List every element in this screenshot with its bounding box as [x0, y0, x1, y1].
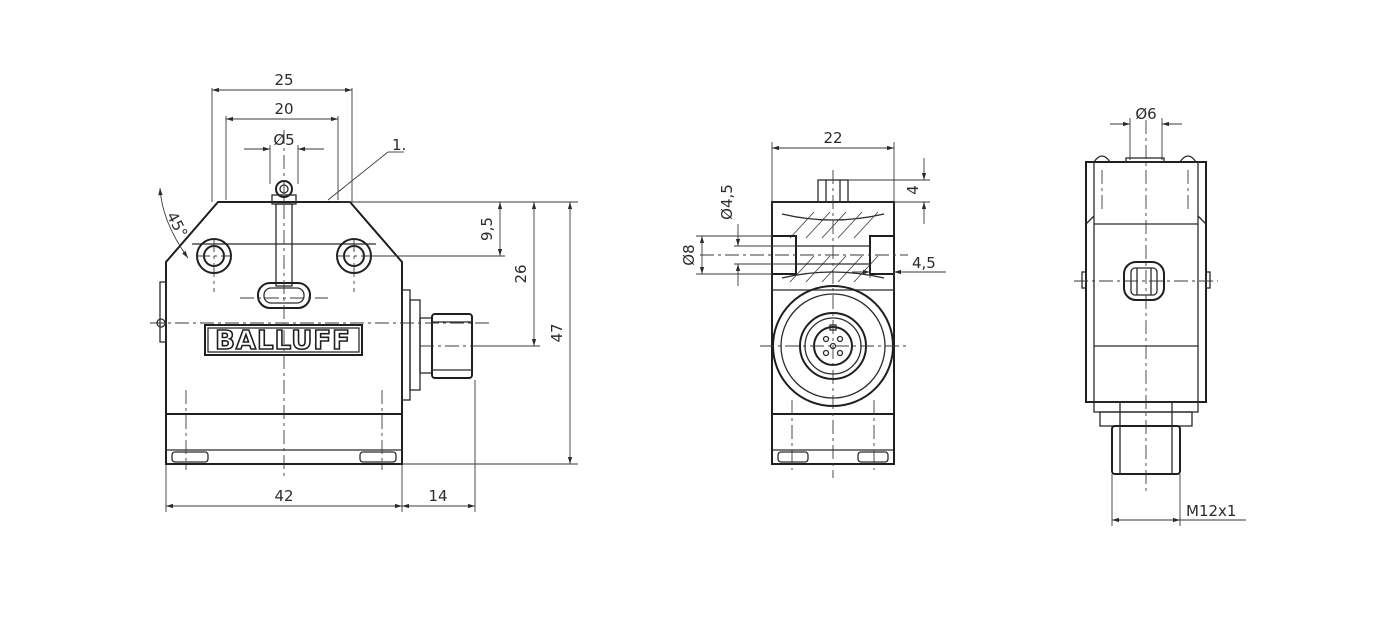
dim-connector-len: 14: [428, 487, 447, 505]
dim-width-body: 42: [274, 487, 293, 505]
end-dim-thread: M12x1: [1186, 502, 1236, 520]
dim-height-total: 47: [548, 323, 566, 342]
side-dim-hole-dia: Ø4,5: [718, 184, 736, 220]
dim-plunger-dia: Ø5: [273, 131, 294, 149]
end-view: Ø6 M12x1: [1074, 105, 1246, 526]
callout-item: 1.: [392, 136, 406, 154]
side-dim-plunger-height: 4: [904, 185, 922, 195]
dim-width-inner: 20: [274, 100, 293, 118]
side-dim-width: 22: [823, 129, 842, 147]
logo-frame: [204, 324, 363, 356]
front-view: BALLUFF 25 20 Ø5: [150, 71, 578, 512]
side-dim-counterbore-dia: Ø8: [680, 244, 698, 265]
side-view: 22 4 Ø4,5 Ø8 4,5: [680, 129, 946, 478]
dim-height-upper: 9,5: [478, 217, 496, 241]
brand-logo: BALLUFF: [215, 326, 351, 356]
dim-angle: 45°: [163, 209, 191, 241]
side-dim-counterbore-depth: 4,5: [912, 254, 936, 272]
connector-flange: [401, 289, 411, 401]
dim-width-top: 25: [274, 71, 293, 89]
dim-height-mid: 26: [512, 264, 530, 283]
end-dim-plunger-dia: Ø6: [1135, 105, 1156, 123]
